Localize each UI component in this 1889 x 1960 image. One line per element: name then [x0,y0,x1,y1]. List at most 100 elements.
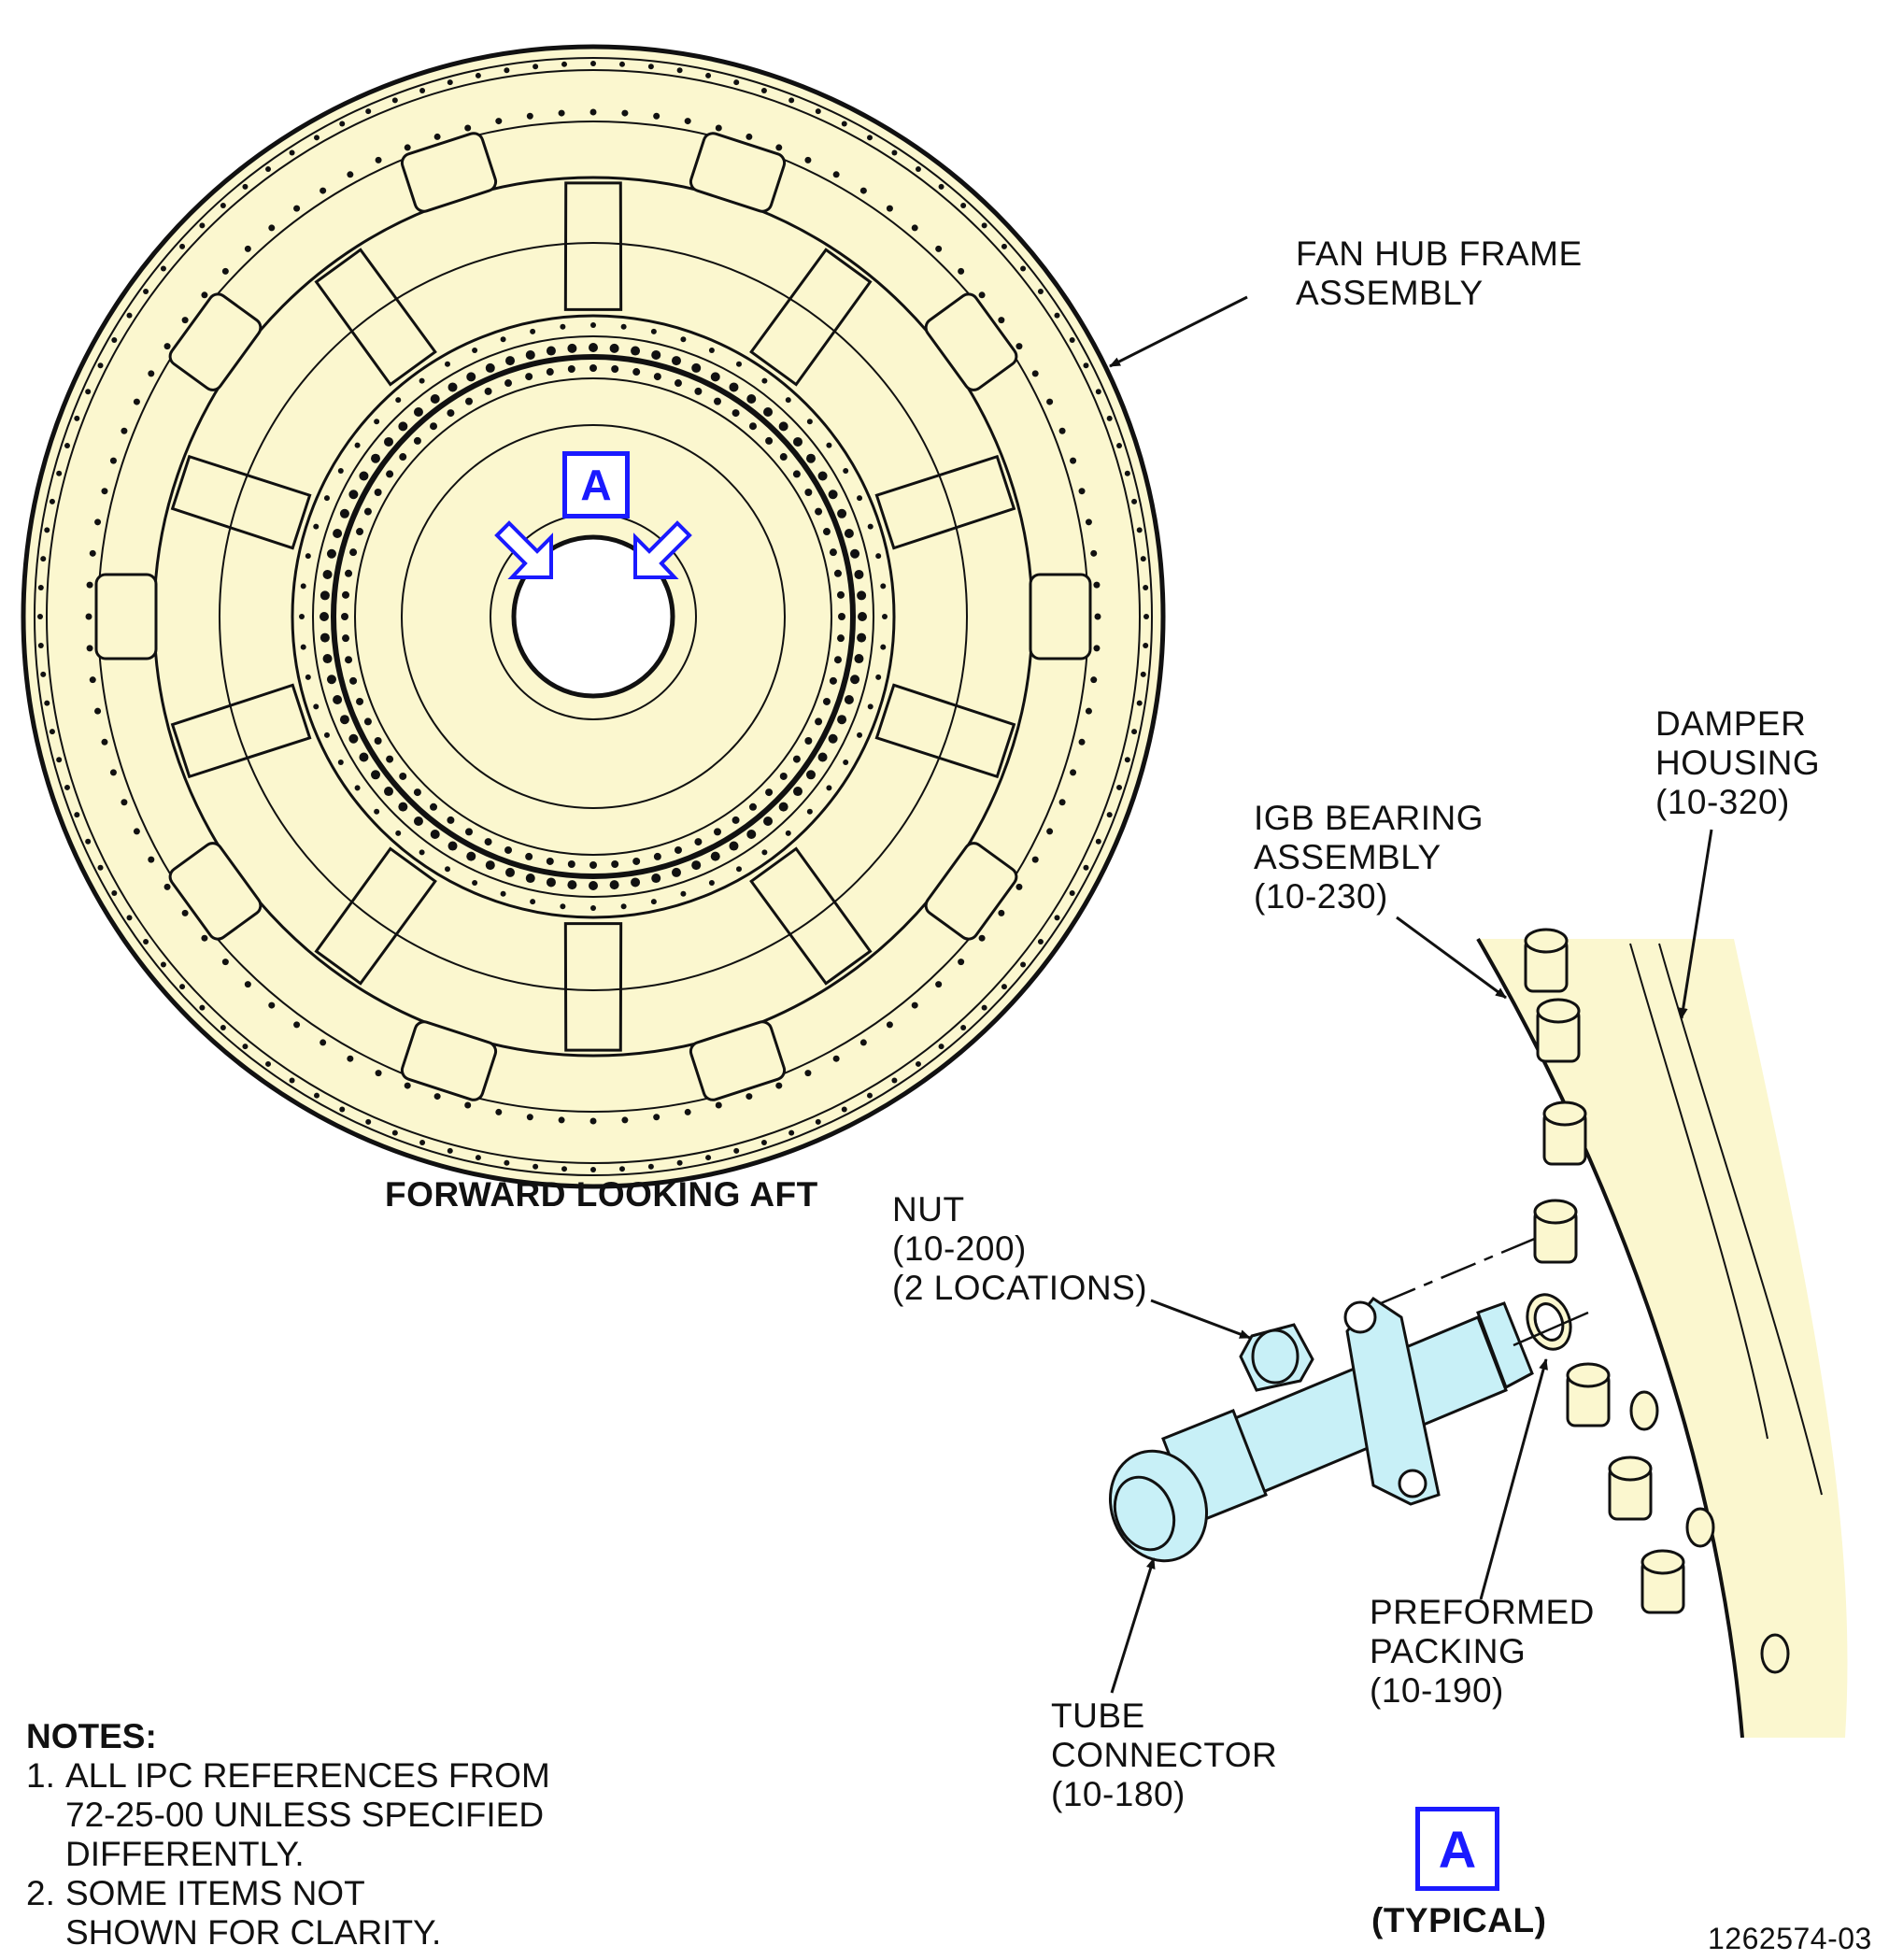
hub-bolt-hole [875,674,882,680]
label-nut: NUT (10-200) (2 LOCATIONS) [892,1190,1148,1307]
hub-bolt-hole [621,109,629,117]
hub-bolt-hole [631,877,641,888]
hub-bolt-hole [836,634,845,643]
hub-bolt-hole [126,915,133,921]
hub-bolt-hole [365,108,372,115]
hub-bolt-hole [1136,527,1143,533]
hub-bolt-hole [1140,556,1146,562]
hub-bolt-hole [109,457,117,464]
hub-bolt-hole [1093,581,1101,589]
hub-bolt-hole [567,365,575,374]
hub-bolt-hole [349,676,358,685]
detail-stud-top [1542,1101,1587,1127]
hub-bolt-hole [838,613,845,620]
hub-bolt-hole [859,1039,867,1046]
hub-bolt-hole [398,802,408,812]
hub-bolt-hole [676,67,683,74]
hub-bolt-hole [815,507,823,516]
hub-bolt-hole [74,415,80,421]
hub-bolt-hole [631,346,641,356]
hub-bolt-hole [143,289,149,295]
hub-bolt-hole [391,1129,398,1136]
hub-bolt-hole [500,336,506,343]
hub-bolt-hole [504,1159,510,1166]
hub-bolt-hole [526,1114,533,1121]
hub-bolt-hole [430,802,438,811]
hub-bolt-hole [305,674,311,680]
hub-bolt-hole [650,328,657,334]
hub-bolt-hole [323,495,330,502]
hub-bolt-hole [1090,676,1098,684]
hub-bolt-hole [1037,289,1044,295]
hub-bolt-hole [561,61,568,67]
hub-bolt-hole [244,981,251,988]
hub-bolt-hole [804,737,813,745]
hub-bolt-hole [858,612,867,621]
notes-block: NOTES: 1. ALL IPC REFERENCES FROM 72-25-… [26,1717,550,1953]
hub-bolt-hole [359,752,369,762]
hub-bolt-hole [1078,738,1086,746]
hub-bolt-hole [1070,769,1077,776]
hub-bolt-hole [760,87,767,93]
hub-bolt-hole [289,149,295,156]
hub-bolt-hole [466,372,476,382]
hub-bolt-hole [998,909,1005,916]
hub-bolt-hole [589,364,597,372]
hub-bolt-hole [342,634,350,643]
hub-bolt-hole [1143,614,1149,619]
hub-bolt-hole [1085,518,1092,526]
hub-bolt-hole [525,852,533,860]
hub-bolt-hole [775,144,783,151]
hub-bolt-hole [347,171,354,178]
hub-bolt-hole [354,785,361,791]
hub-bolt-hole [590,905,596,911]
hub-bolt-hole [1131,729,1138,735]
hub-bolt-hole [792,436,802,447]
hub-bolt-hole [788,97,795,104]
hub-bolt-hole [1016,883,1023,890]
hub-bolt-hole [867,523,873,530]
hub-bolt-hole [958,959,965,966]
hub-bolt-hole [363,507,372,516]
hub-bolt-hole [761,377,768,384]
hub-bolt-hole [1143,585,1149,591]
hub-bolt-hole [485,860,495,871]
hub-bolt-hole [850,675,860,685]
hub-bolt-hole [647,1163,654,1170]
hub-bolt-hole [1046,398,1054,405]
hub-bolt-hole [761,849,768,856]
hub-bolt-hole [632,857,641,865]
hub-bolt-hole [708,347,715,353]
hub-bolt-hole [525,373,533,381]
hub-bolt-hole [56,470,63,476]
hub-bolt-hole [829,676,837,685]
hub-bolt-hole [567,880,577,890]
hub-bolt-hole [653,852,661,860]
hub-bolt-hole [375,156,382,163]
hub-bolt-hole [618,61,625,67]
hub-bolt-hole [345,569,353,577]
hub-bolt-hole [143,938,149,944]
hub-bolt-hole [1070,457,1077,464]
hub-bolt-hole [74,812,80,818]
hub-bolt-hole [785,830,791,836]
hub-bolt-hole [384,436,394,447]
hub-bolt-hole [49,729,55,735]
hub-bolt-hole [651,349,661,360]
hub-bolt-hole [1095,389,1101,395]
hub-bolt-hole [404,144,411,151]
detail-typical-caption: (TYPICAL) [1371,1901,1547,1939]
damper-leader [1678,829,1713,1019]
hub-bolt-hole [525,873,535,884]
hub-bolt-hole [495,1108,503,1115]
hub-bolt-hole [1037,938,1044,944]
hub-bolt-hole [339,508,349,518]
hub-bolt-hole [880,644,887,650]
hub-bolt-hole [126,312,133,319]
hub-bolt-hole [731,409,740,418]
hub-bolt-hole [653,1114,660,1121]
hub-bolt-hole [746,1093,753,1101]
detail-stud-top [1533,1199,1578,1225]
detail-stud-top [1608,1456,1653,1482]
hub-bolt-hole [837,508,847,518]
